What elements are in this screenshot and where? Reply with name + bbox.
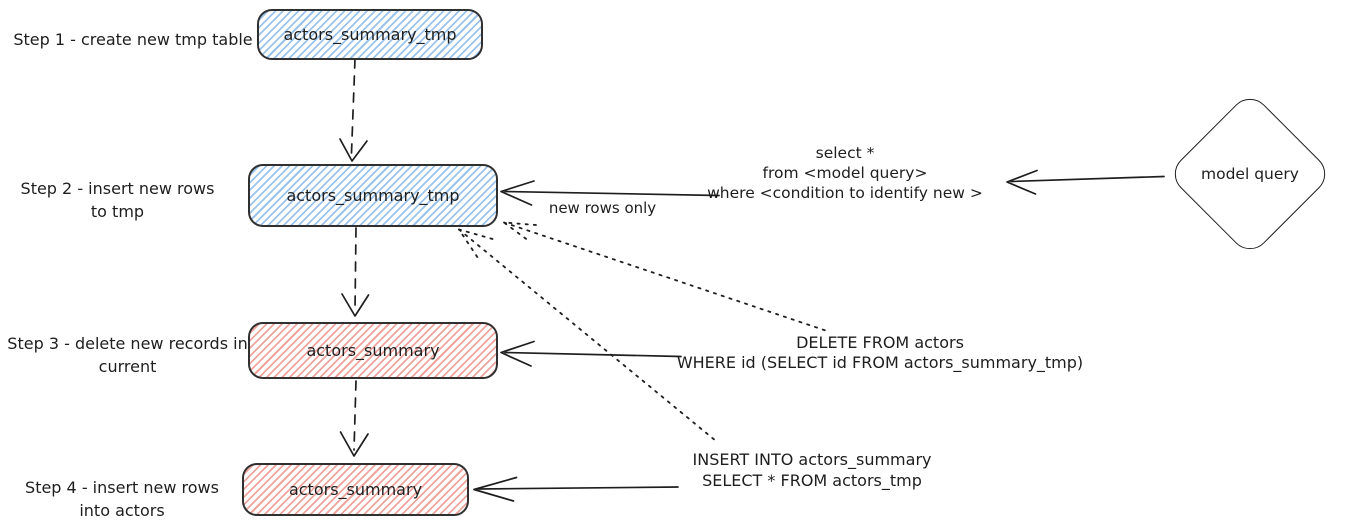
node-step1-tmp-table: actors_summary_tmp: [257, 9, 483, 60]
arrow-modelquery-to-select: [1006, 169, 1165, 195]
step1-label-line1: Step 1 - create new tmp table: [13, 30, 253, 49]
select-query-annotation: select * from <model query> where <condi…: [705, 143, 985, 203]
step1-label: Step 1 - create new tmp table: [8, 28, 258, 51]
step3-label: Step 3 - delete new records in current: [0, 332, 255, 378]
step3-label-line2: current: [98, 357, 157, 376]
insert-sql-line1: INSERT INTO actors_summary: [692, 450, 932, 469]
arrow-step2-to-step3: [341, 227, 370, 317]
select-query-line2: from <model query>: [762, 164, 928, 182]
step2-label: Step 2 - insert new rows to tmp: [15, 177, 220, 223]
step4-label: Step 4 - insert new rows into actors: [17, 476, 227, 522]
model-query-diamond-label: model query: [1201, 165, 1299, 183]
dotted-ref-insert-to-tmp: [458, 228, 717, 442]
arrow-insert-to-summary: [473, 476, 679, 502]
delete-sql-line1: DELETE FROM actors: [796, 333, 964, 352]
arrow-step3-to-step4: [339, 380, 369, 457]
arrow-step1-to-step2: [339, 58, 368, 162]
step4-label-line2: into actors: [79, 501, 165, 520]
node-step2-tmp-table: actors_summary_tmp: [248, 164, 498, 227]
node-step4-summary-table-label: actors_summary: [288, 480, 423, 499]
insert-sql-line2: SELECT * FROM actors_tmp: [702, 471, 922, 490]
node-step4-summary-table: actors_summary: [242, 463, 469, 516]
select-query-line1: select *: [815, 144, 875, 162]
select-query-line3: where <condition to identify new >: [707, 184, 983, 202]
node-step1-tmp-table-label: actors_summary_tmp: [283, 25, 457, 44]
node-step2-tmp-table-label: actors_summary_tmp: [286, 186, 460, 205]
delete-sql-annotation: DELETE FROM actors WHERE id (SELECT id F…: [660, 333, 1100, 373]
dotted-ref-delete-to-tmp: [503, 221, 828, 332]
step4-label-line1: Step 4 - insert new rows: [25, 478, 219, 497]
arrow-delete-to-summary: [500, 340, 682, 367]
delete-sql-line2: WHERE id (SELECT id FROM actors_summary_…: [676, 353, 1084, 372]
insert-sql-annotation: INSERT INTO actors_summary SELECT * FROM…: [662, 449, 962, 491]
node-step3-summary-table: actors_summary: [248, 322, 498, 379]
step2-label-line1: Step 2 - insert new rows: [20, 179, 215, 198]
new-rows-only-label: new rows only: [548, 199, 657, 217]
arrow-newrows-to-tmp: [500, 180, 720, 206]
step3-label-line1: Step 3 - delete new records in: [7, 334, 248, 353]
node-step3-summary-table-label: actors_summary: [306, 341, 440, 360]
step2-label-line2: to tmp: [90, 202, 145, 221]
